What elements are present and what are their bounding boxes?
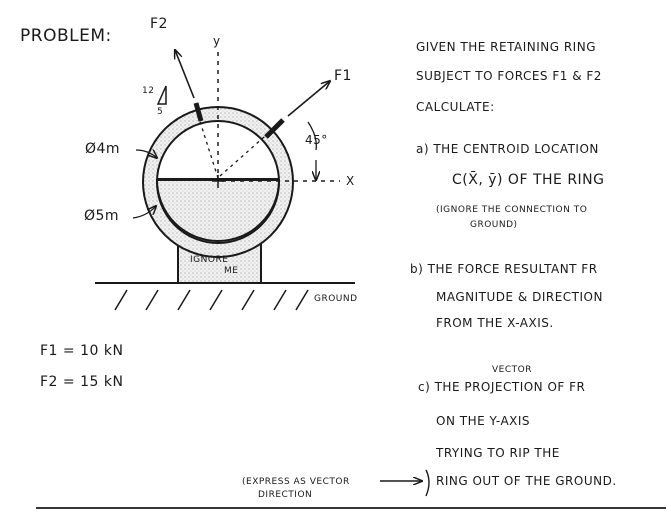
- part-b-line-3: FROM THE X-AXIS.: [436, 316, 554, 330]
- lower-half-disk: [155, 179, 281, 242]
- f1-diagram-label: F1: [334, 68, 352, 84]
- inner-diameter-label: Ø4m: [85, 141, 121, 157]
- express-note-2: DIRECTION: [258, 490, 313, 500]
- support-label-ignore: IGNORE: [190, 255, 229, 265]
- ground-hatching: [114, 289, 309, 311]
- y-axis-label: y: [213, 34, 221, 48]
- f2-diagram-label: F2: [150, 16, 168, 32]
- part-c-line-3: TRYING TO RIP THE: [436, 446, 560, 460]
- f2-line-of-action: [196, 111, 219, 179]
- x-axis-label: X: [346, 174, 355, 188]
- part-c-vector-note: VECTOR: [492, 365, 532, 375]
- given-f1: F1 = 10 kN: [40, 343, 124, 359]
- express-note-1: (EXPRESS AS VECTOR: [242, 477, 350, 487]
- slope-rise-label: 12: [142, 86, 155, 96]
- slope-triangle: [156, 85, 167, 105]
- express-bracket: [425, 469, 430, 497]
- part-a-line-2: C(X̄, ȳ) OF THE RING: [452, 172, 605, 188]
- angle-label: 45°: [305, 133, 328, 147]
- angle-arc: [307, 121, 317, 151]
- part-c-line-4: RING OUT OF THE GROUND.: [436, 474, 617, 488]
- inner-diameter-leader: [135, 150, 157, 158]
- part-c-line-2: ON THE Y-AXIS: [436, 414, 531, 428]
- f1-arrow: [287, 81, 330, 117]
- f1-connection: [264, 118, 285, 139]
- part-b-line-1: b) THE FORCE RESULTANT FR: [410, 262, 598, 276]
- f1-line-of-action: [219, 129, 273, 177]
- outer-diameter-leader: [132, 206, 156, 219]
- outer-diameter-label: Ø5m: [84, 208, 120, 224]
- part-a-note-1: (IGNORE THE CONNECTION TO: [436, 205, 588, 215]
- part-c-line-1: c) THE PROJECTION OF FR: [418, 380, 586, 394]
- part-a-note-2: GROUND): [470, 220, 518, 230]
- ground-label: GROUND: [314, 294, 358, 304]
- statement-line-2: SUBJECT TO FORCES F1 & F2: [416, 69, 602, 83]
- statement-line-1: GIVEN THE RETAINING RING: [416, 40, 596, 54]
- slope-run-label: 5: [157, 107, 164, 117]
- part-b-line-2: MAGNITUDE & DIRECTION: [436, 290, 603, 304]
- calculate-label: CALCULATE:: [416, 100, 495, 114]
- part-a-line-1: a) THE CENTROID LOCATION: [416, 142, 599, 156]
- problem-heading: PROBLEM:: [20, 26, 112, 46]
- given-f2: F2 = 15 kN: [40, 374, 124, 390]
- f2-arrow: [175, 50, 195, 99]
- f2-connection: [193, 102, 204, 122]
- support-label-me: ME: [224, 266, 239, 276]
